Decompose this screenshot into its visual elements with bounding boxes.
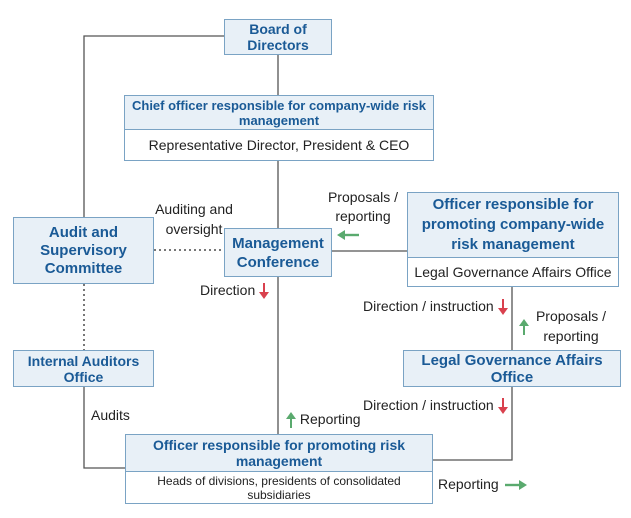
risk-officer-subtitle: Heads of divisions, presidents of consol… <box>125 472 433 504</box>
auditing-oversight-label: Auditing and oversight <box>155 201 233 237</box>
legal-office-label: Legal Governance Affairs Office <box>421 351 603 386</box>
board-of-directors-label: Board of Directors <box>247 21 309 53</box>
audits-label: Audits <box>91 407 130 423</box>
chief-officer-box: Chief officer responsible for company-wi… <box>124 95 434 161</box>
risk-officer-box: Officer responsible for promoting risk m… <box>125 434 433 504</box>
down-arrow-red-icon <box>259 283 270 300</box>
down-arrow-red-icon <box>497 398 508 415</box>
line-internal-to-riskofficer <box>83 387 125 469</box>
management-conference-box: Management Conference <box>224 228 332 277</box>
promoting-officer-subtitle: Legal Governance Affairs Office <box>407 258 619 287</box>
direction-instruction-label-1: Direction / instruction <box>363 297 508 316</box>
chief-officer-subtitle: Representative Director, President & CEO <box>124 130 434 161</box>
internal-auditors-box: Internal Auditors Office <box>13 350 154 387</box>
proposals-reporting-label-2: Proposals / reporting <box>535 308 607 344</box>
legal-office-box: Legal Governance Affairs Office <box>403 350 621 387</box>
chief-officer-title: Chief officer responsible for company-wi… <box>124 95 434 130</box>
direction-instruction-label-2: Direction / instruction <box>363 396 508 415</box>
down-arrow-red-icon <box>497 299 508 316</box>
audit-committee-label: Audit and Supervisory Committee <box>40 223 127 277</box>
board-of-directors-box: Board of Directors <box>224 19 332 55</box>
internal-auditors-label: Internal Auditors Office <box>27 352 140 385</box>
risk-officer-title: Officer responsible for promoting risk m… <box>125 434 433 472</box>
proposals-reporting-label-1: Proposals / reporting <box>327 189 399 224</box>
promoting-officer-title: Officer responsible for promoting compan… <box>407 192 619 258</box>
management-conference-label: Management Conference <box>232 234 324 271</box>
up-arrow-green-icon <box>519 319 529 335</box>
audit-committee-box: Audit and Supervisory Committee <box>13 217 154 284</box>
direction-label-1: Direction <box>200 281 270 300</box>
reporting-label-2: Reporting <box>438 475 527 493</box>
promoting-officer-box: Officer responsible for promoting compan… <box>407 192 619 287</box>
right-arrow-green-icon <box>504 480 527 491</box>
left-arrow-green-icon <box>337 230 359 240</box>
line-board-to-audit <box>83 35 224 217</box>
line-legal-to-riskofficer <box>433 387 513 461</box>
reporting-label-1: Reporting <box>286 410 361 429</box>
up-arrow-green-icon <box>286 412 296 429</box>
